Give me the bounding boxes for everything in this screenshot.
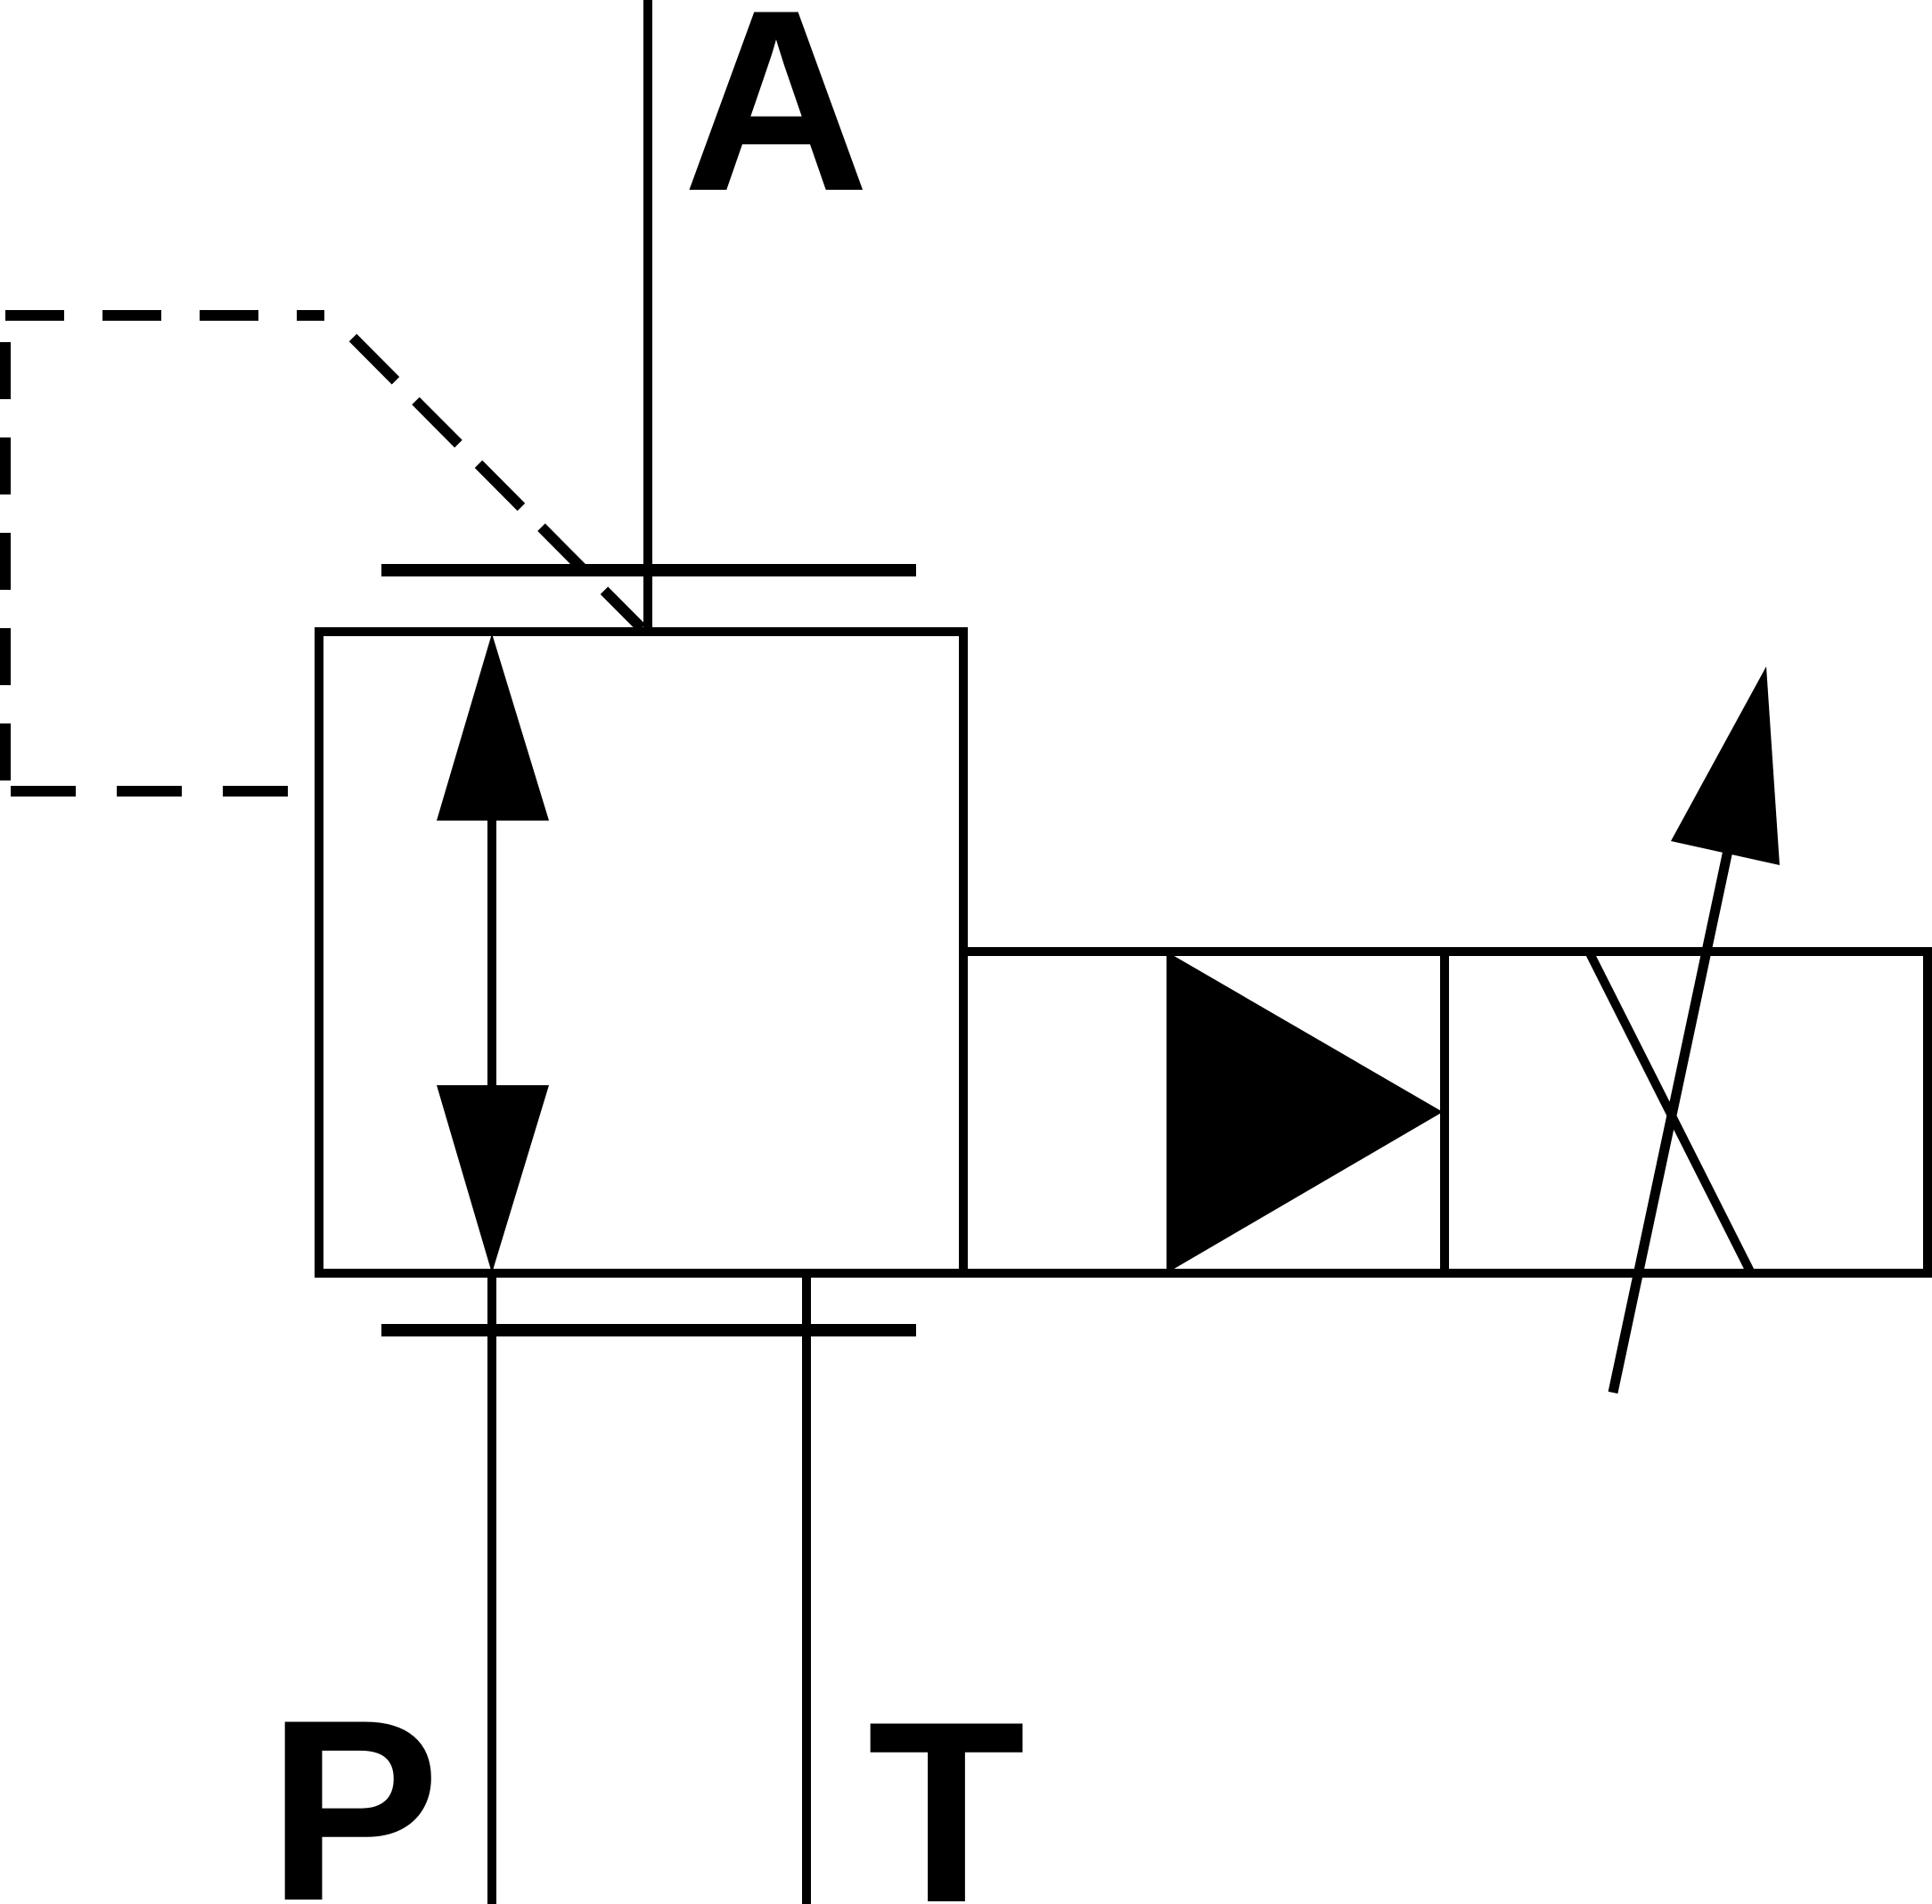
solenoid-box-right	[1440, 947, 1932, 1278]
port-label-a: A	[683, 0, 869, 245]
pilot-line-dashed	[0, 310, 646, 797]
solid-triangle-icon	[1167, 952, 1443, 1273]
valve-body-box	[315, 627, 968, 1278]
main-valve	[315, 0, 968, 1904]
flow-arrow-head-down	[437, 1085, 549, 1273]
adjust-arrow-head	[1671, 666, 1780, 865]
diagonal-arrow-icon	[1608, 666, 1780, 1394]
double-headed-vertical-arrow-icon	[437, 633, 549, 1273]
flow-arrow-head-up	[437, 633, 549, 821]
pilot-line-diagonal	[348, 333, 646, 633]
adjust-arrow-shaft	[1608, 840, 1735, 1394]
proportional-solenoid	[959, 947, 1932, 1278]
port-label-p: P	[267, 1666, 439, 1904]
port-label-t: T	[867, 1668, 1025, 1904]
